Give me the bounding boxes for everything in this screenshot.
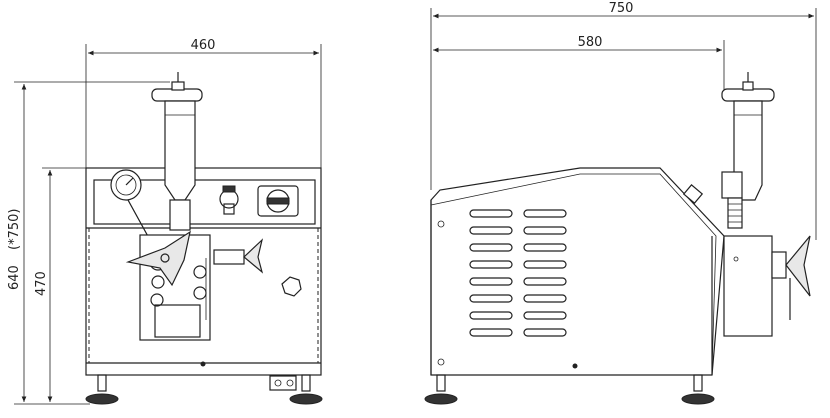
dim-label-640: 640: [7, 265, 22, 290]
main-switch: [257, 185, 299, 217]
vent-slots: [469, 209, 567, 337]
front-feet: [85, 374, 323, 405]
dim-label-460: 460: [191, 38, 216, 53]
side-feet: [424, 374, 715, 405]
dim-label-750: 750: [609, 1, 634, 16]
hopper-cylinder: [164, 100, 196, 201]
dim-side-depth-body: 580: [433, 35, 725, 90]
side-cabinet: [430, 167, 725, 376]
valve-handle-icon: [125, 230, 191, 287]
regulator-knob-icon: [682, 184, 704, 204]
pressure-regulator-icon: [219, 189, 239, 209]
dim-label-750-alt: (*750): [7, 209, 22, 250]
hopper-lid: [151, 88, 203, 102]
front-cabinet: [85, 167, 322, 376]
control-panel: [93, 179, 316, 225]
dim-side-depth-total: 750: [430, 1, 817, 240]
dim-front-width: 460: [85, 38, 322, 168]
side-valve-handle-icon: [785, 235, 811, 297]
front-view: 460 640 (*750) 470: [7, 38, 323, 405]
side-view: 750 580: [424, 1, 817, 405]
dim-label-580: 580: [578, 35, 603, 50]
dim-front-height-total: 640 (*750): [7, 81, 170, 405]
side-valve-block: [723, 235, 773, 337]
side-hopper-lid: [721, 88, 775, 102]
dim-label-470: 470: [34, 271, 49, 296]
hex-port-icon: [281, 276, 302, 297]
dim-front-height-body: 470: [34, 167, 86, 402]
